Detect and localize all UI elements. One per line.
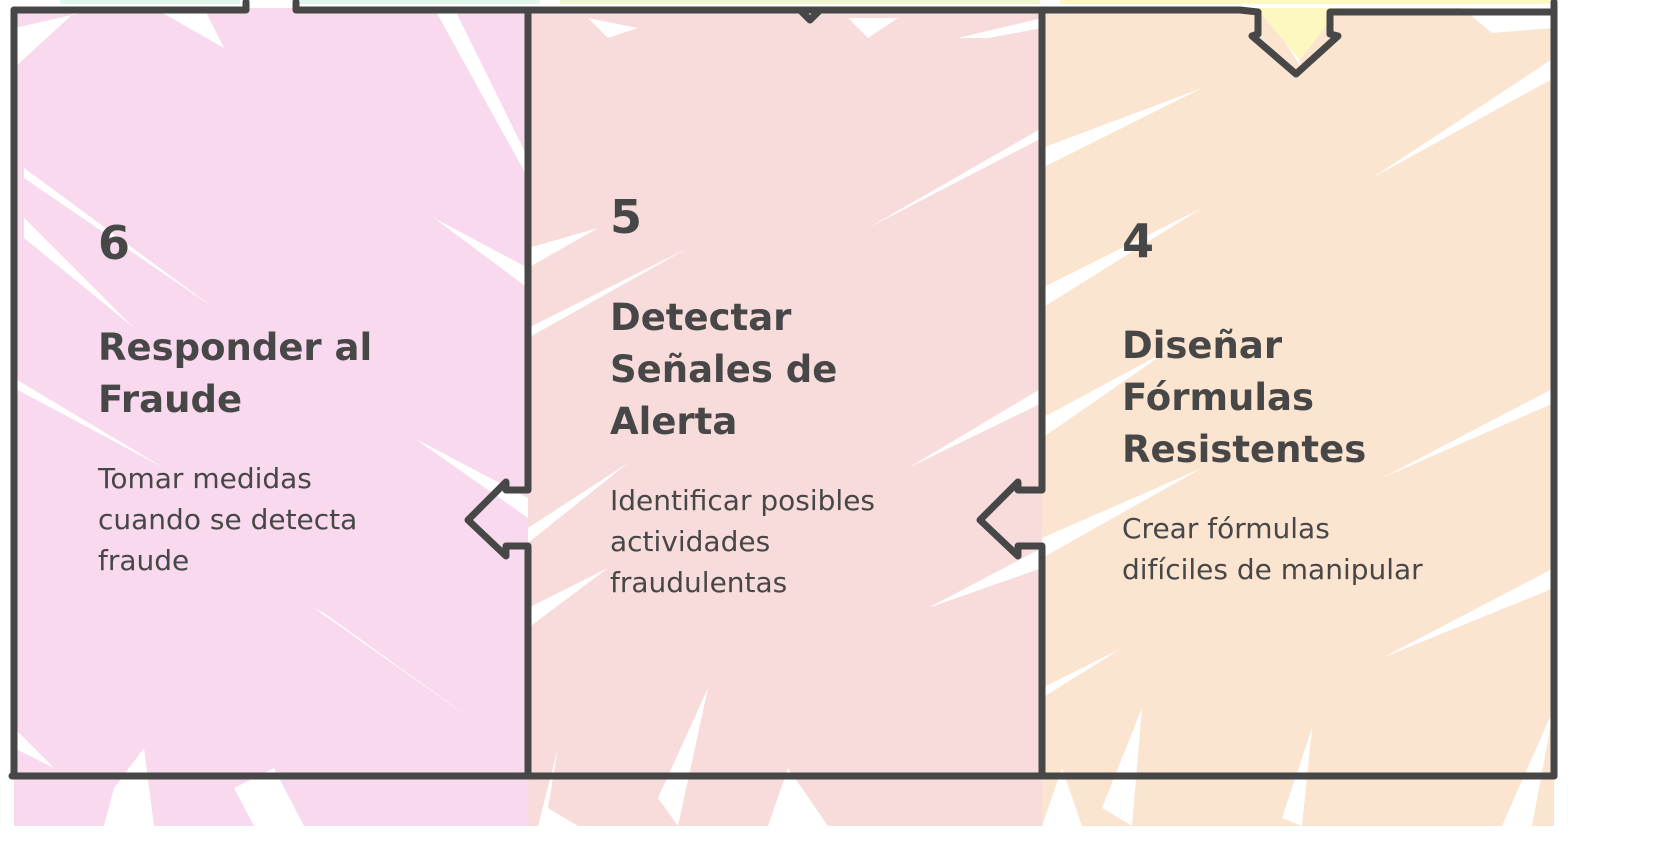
step-number: 6 <box>98 216 132 270</box>
step-title: Responder al Fraude <box>98 326 373 421</box>
step-5-panel: 5 Detectar Señales de Alerta Identificar… <box>528 8 1042 826</box>
step-number: 5 <box>610 190 644 244</box>
step-description: Tomar medidas cuando se detecta fraude <box>98 462 358 577</box>
step-title: Diseñar Fórmulas Resistentes <box>1122 324 1367 471</box>
step-number: 4 <box>1122 214 1156 268</box>
step-description: Crear fórmulas difíciles de manipular <box>1122 512 1423 586</box>
hatch-texture <box>528 18 1042 826</box>
step-title: Detectar Señales de Alerta <box>610 296 838 443</box>
step-6-panel: 6 Responder al Fraude Tomar medidas cuan… <box>14 8 528 826</box>
step-description: Identificar posibles actividades fraudul… <box>610 484 876 599</box>
step-4-panel: 4 Diseñar Fórmulas Resistentes Crear fór… <box>1042 8 1554 826</box>
